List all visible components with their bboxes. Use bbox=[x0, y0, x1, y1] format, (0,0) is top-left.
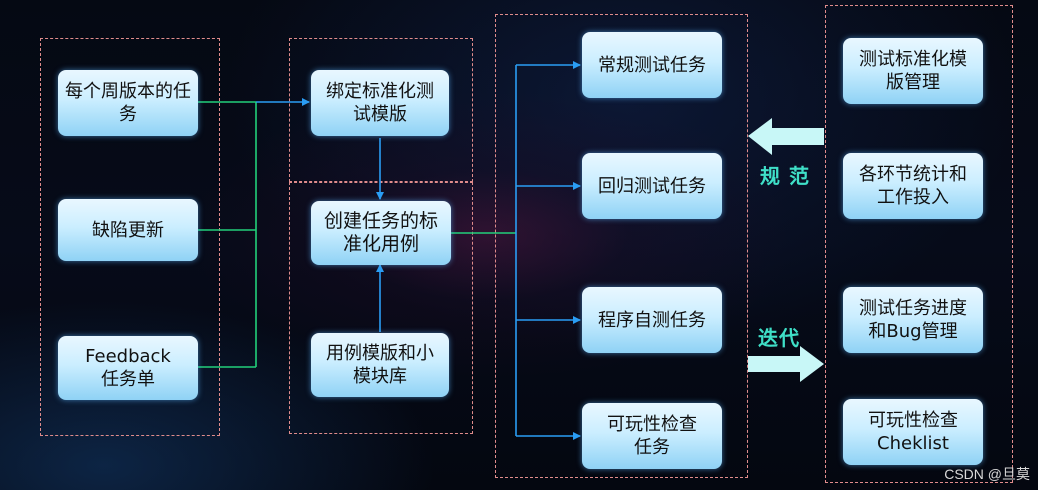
defect-update-box: 缺陷更新 bbox=[58, 199, 198, 261]
stats-box: 各环节统计和工作投入 bbox=[843, 153, 983, 219]
feedback-tasks-label: Feedback任务单 bbox=[85, 346, 171, 390]
progress-bug-box: 测试任务进度和Bug管理 bbox=[843, 287, 983, 353]
bind-template-box: 绑定标准化测试模版 bbox=[311, 70, 449, 136]
stats-label: 各环节统计和工作投入 bbox=[859, 164, 967, 208]
big-arrow-right-icon bbox=[748, 346, 824, 382]
case-library-box: 用例模版和小模块库 bbox=[311, 333, 449, 397]
regression-task-box: 回归测试任务 bbox=[582, 153, 722, 219]
big-arrow-left-icon bbox=[748, 118, 824, 155]
regression-task-label: 回归测试任务 bbox=[598, 175, 706, 197]
watermark: CSDN @旦莫 bbox=[944, 466, 1030, 482]
middle-group-frame-top bbox=[289, 38, 473, 182]
defect-update-label: 缺陷更新 bbox=[92, 219, 164, 241]
checklist-box: 可玩性检查Cheklist bbox=[843, 399, 983, 465]
template-mgmt-box: 测试标准化模版管理 bbox=[843, 38, 983, 104]
regular-task-label: 常规测试任务 bbox=[598, 54, 706, 76]
checklist-label: 可玩性检查Cheklist bbox=[868, 410, 958, 454]
task-group-frame bbox=[495, 14, 748, 478]
input-group-frame bbox=[40, 38, 220, 436]
feedback-tasks-box: Feedback任务单 bbox=[58, 336, 198, 400]
progress-bug-label: 测试任务进度和Bug管理 bbox=[859, 298, 967, 342]
weekly-tasks-box: 每个周版本的任务 bbox=[58, 70, 198, 136]
self-test-task-label: 程序自测任务 bbox=[598, 309, 706, 331]
iterate-label: 迭代 bbox=[758, 326, 800, 350]
standardize-label: 规 范 bbox=[760, 164, 810, 188]
weekly-tasks-label: 每个周版本的任务 bbox=[65, 81, 191, 125]
regular-task-box: 常规测试任务 bbox=[582, 32, 722, 98]
bind-template-label: 绑定标准化测试模版 bbox=[326, 81, 434, 125]
playability-task-label: 可玩性检查任务 bbox=[607, 414, 697, 458]
create-cases-box: 创建任务的标准化用例 bbox=[311, 201, 451, 265]
template-mgmt-label: 测试标准化模版管理 bbox=[859, 49, 967, 93]
self-test-task-box: 程序自测任务 bbox=[582, 287, 722, 353]
middle-group-frame-bottom bbox=[289, 182, 473, 434]
playability-task-box: 可玩性检查任务 bbox=[582, 403, 722, 469]
create-cases-label: 创建任务的标准化用例 bbox=[323, 210, 438, 255]
case-library-label: 用例模版和小模块库 bbox=[326, 343, 434, 387]
mgmt-group-frame bbox=[825, 5, 1013, 483]
